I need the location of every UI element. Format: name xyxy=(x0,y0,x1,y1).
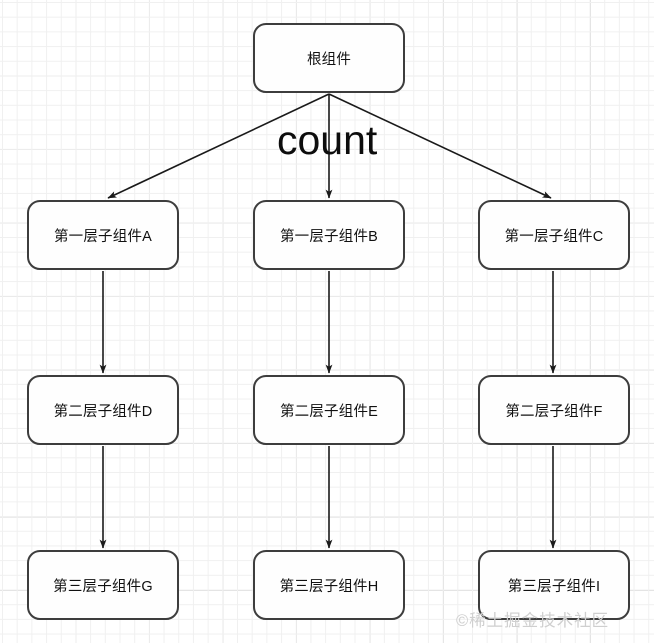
node-i[interactable]: 第三层子组件I xyxy=(478,550,630,620)
node-label: 第二层子组件F xyxy=(505,403,603,420)
node-e[interactable]: 第二层子组件E xyxy=(253,375,405,445)
edge-label-count: count xyxy=(277,117,378,163)
node-label: 第一层子组件B xyxy=(279,228,379,245)
node-f[interactable]: 第二层子组件F xyxy=(478,375,630,445)
node-label: 第一层子组件C xyxy=(504,228,604,245)
node-label: 第一层子组件A xyxy=(53,228,153,245)
node-label: 第三层子组件H xyxy=(279,578,379,595)
node-a[interactable]: 第一层子组件A xyxy=(27,200,179,270)
node-b[interactable]: 第一层子组件B xyxy=(253,200,405,270)
node-c[interactable]: 第一层子组件C xyxy=(478,200,630,270)
watermark: ©稀土掘金技术社区 xyxy=(456,612,610,630)
node-label: 第三层子组件I xyxy=(507,578,601,595)
node-label: 第二层子组件E xyxy=(279,403,379,420)
node-label: 第二层子组件D xyxy=(53,403,153,420)
node-d[interactable]: 第二层子组件D xyxy=(27,375,179,445)
node-root[interactable]: 根组件 xyxy=(253,23,405,93)
node-label: 根组件 xyxy=(306,51,352,68)
node-h[interactable]: 第三层子组件H xyxy=(253,550,405,620)
node-g[interactable]: 第三层子组件G xyxy=(27,550,179,620)
node-label: 第三层子组件G xyxy=(53,578,153,595)
